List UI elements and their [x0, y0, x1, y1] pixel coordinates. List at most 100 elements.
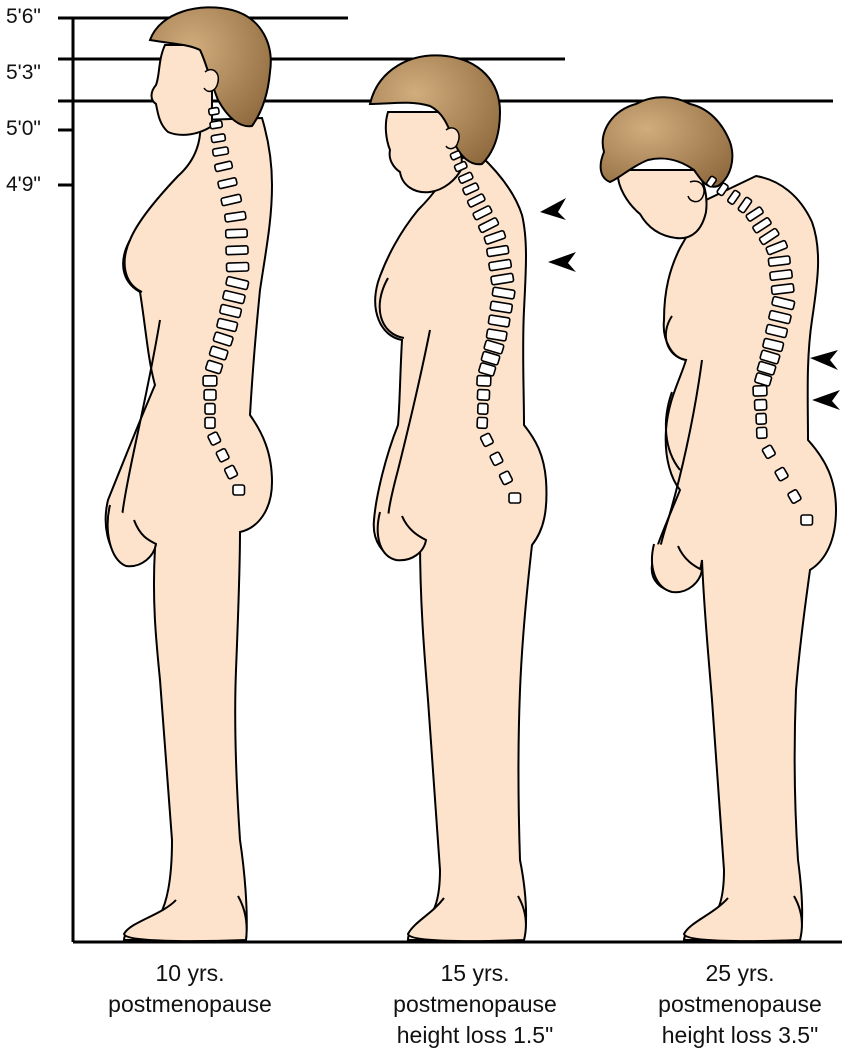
ear — [203, 68, 220, 93]
vertebra — [767, 255, 791, 267]
vertebra — [223, 210, 247, 223]
arrowhead-lower — [812, 390, 840, 410]
vertebra — [453, 160, 468, 173]
vertebra — [487, 314, 511, 328]
vertebra — [759, 349, 781, 365]
vertebra — [479, 432, 494, 448]
arrowhead-upper — [540, 198, 566, 220]
breast — [378, 277, 405, 339]
vertebra — [485, 328, 508, 342]
vertebra — [705, 175, 718, 188]
tick-label-5-6: 5'6" — [6, 5, 41, 28]
vertebra — [204, 359, 224, 375]
vertebra — [476, 388, 491, 401]
vertebra — [716, 182, 729, 197]
vertebra — [769, 269, 793, 282]
vertebra — [225, 261, 250, 273]
vertebra — [491, 286, 516, 300]
face — [150, 44, 213, 136]
vertebra — [765, 323, 789, 339]
vertebra — [472, 205, 493, 221]
spine — [705, 175, 814, 526]
vertebra — [771, 295, 796, 311]
caption-line: 15 yrs. — [440, 960, 510, 986]
vertebra — [225, 245, 249, 256]
vertebra — [787, 489, 802, 504]
vertebra — [207, 106, 220, 116]
figure-15-yrs — [368, 54, 576, 943]
vertebra — [212, 331, 234, 347]
vertebra — [208, 345, 229, 361]
caption-line: postmenopause — [393, 991, 557, 1017]
figure-10-yrs — [104, 6, 274, 943]
vertebra — [209, 119, 224, 130]
vertebra — [762, 337, 785, 353]
vertebra — [800, 514, 814, 526]
arrowhead-lower — [548, 252, 576, 272]
caption-line: postmenopause — [658, 991, 822, 1017]
spine — [202, 106, 250, 496]
figure-25-yrs — [599, 96, 840, 943]
vertebra — [204, 402, 216, 415]
vertebra — [223, 464, 239, 480]
vertebra — [755, 412, 768, 426]
hand — [106, 504, 158, 568]
vertebra — [508, 492, 522, 504]
hand — [376, 511, 428, 562]
hand — [651, 543, 704, 594]
vertebra — [457, 171, 474, 184]
vertebra — [478, 362, 497, 377]
caption-line: 25 yrs. — [705, 960, 775, 986]
face — [384, 111, 464, 194]
vertebra — [774, 466, 789, 482]
vertebra — [203, 388, 217, 401]
vertebra — [476, 374, 492, 387]
vertebra — [211, 146, 230, 157]
vertebra — [755, 426, 768, 440]
vertebra — [758, 227, 780, 246]
vertebra — [488, 258, 513, 272]
vertebra — [480, 350, 501, 366]
vertebra — [489, 300, 514, 314]
hair — [148, 6, 272, 128]
vertebra — [202, 375, 218, 387]
caption-line: height loss 1.5" — [396, 1022, 554, 1048]
vertebra — [220, 193, 243, 207]
vertebra — [224, 228, 249, 239]
vertebra — [770, 282, 795, 296]
caption-line: height loss 3.5" — [661, 1022, 819, 1048]
vertebra — [217, 177, 238, 190]
tick-label-5-0: 5'0" — [6, 117, 41, 140]
ear — [445, 127, 460, 150]
vertebra — [483, 230, 507, 245]
caption-line: 10 yrs. — [155, 960, 225, 986]
vertebra — [726, 189, 741, 205]
vertebra — [466, 193, 486, 208]
vertebra — [756, 360, 777, 376]
vertebra — [498, 470, 514, 486]
vertebra — [768, 309, 792, 325]
foot — [122, 895, 248, 943]
vertebra — [765, 239, 789, 256]
vertebra — [225, 275, 250, 291]
vertebra — [462, 182, 480, 196]
ear — [687, 180, 705, 203]
vertebra — [219, 303, 243, 319]
belly — [664, 391, 681, 471]
vertebra — [754, 372, 773, 387]
foot — [406, 895, 527, 943]
arrowhead-upper — [810, 350, 838, 370]
caption-line: postmenopause — [108, 991, 272, 1017]
vertebra — [216, 317, 239, 333]
caption-25-yrs: 25 yrs. postmenopause height loss 3.5" — [620, 958, 860, 1051]
body-silhouette — [650, 174, 838, 941]
vertebra — [761, 444, 776, 460]
vertebra — [204, 416, 216, 429]
vertebra — [752, 217, 772, 234]
tick-label-5-3: 5'3" — [6, 61, 41, 84]
vertebra — [210, 133, 227, 144]
vertebra — [222, 289, 246, 305]
vertebra — [476, 416, 489, 430]
caption-15-yrs: 15 yrs. postmenopause height loss 1.5" — [355, 958, 595, 1051]
